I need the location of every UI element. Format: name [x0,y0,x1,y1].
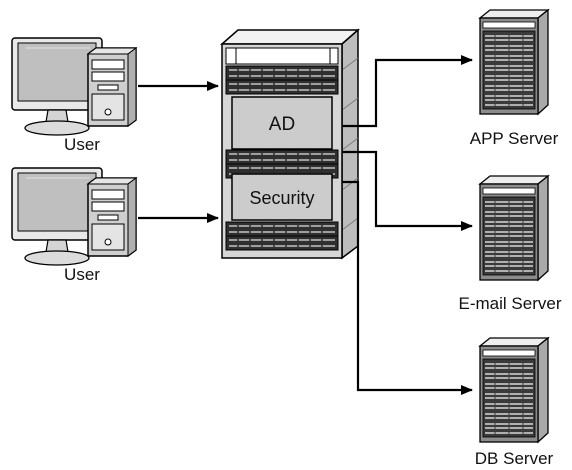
db-server-label: DB Server [475,449,554,468]
security-module-label: Security [249,188,314,208]
ad-module-label: AD [269,114,295,135]
user-workstation-2 [11,167,137,266]
server-to-app-arrow [342,55,473,128]
user-workstation-1 [11,37,137,136]
app-server-rack [479,9,549,115]
user-label-1: User [64,135,100,154]
server-to-db-arrow [342,180,473,395]
app-server-label: APP Server [470,129,559,148]
db-server-rack [479,337,549,443]
email-server-rack [479,175,549,281]
user-label-2: User [64,265,100,284]
server-to-email-arrow [342,150,473,231]
central-server-cabinet [220,28,360,260]
email-server-label: E-mail Server [459,294,562,313]
